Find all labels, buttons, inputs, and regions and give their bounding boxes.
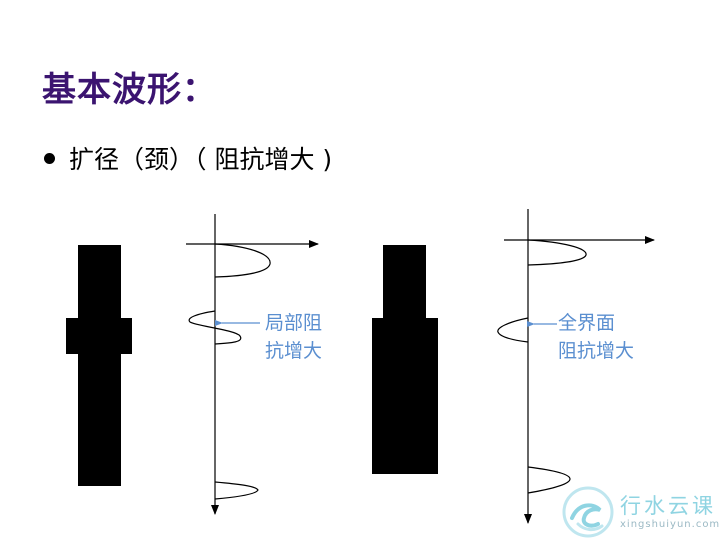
right-annotation-line2: 阻抗增大 bbox=[558, 340, 635, 362]
bullet-text: 扩径（颈）（ 阻抗增大 ) bbox=[69, 145, 333, 174]
left-bulge-reflection bbox=[188, 310, 242, 345]
right-annotation: 全界面 阻抗增大 bbox=[558, 309, 634, 365]
bullet-dot-icon bbox=[44, 152, 55, 164]
left-annotation-line1: 局部阻 bbox=[265, 312, 323, 334]
bullet-item: 扩径（颈）（ 阻抗增大 ) bbox=[44, 140, 332, 176]
watermark-brand: 行水云课 bbox=[620, 494, 716, 518]
left-incident-pulse bbox=[214, 243, 271, 278]
pile-full-increase bbox=[372, 245, 438, 474]
right-toe-reflection bbox=[527, 466, 571, 494]
right-annotation-line1: 全界面 bbox=[558, 312, 616, 334]
watermark-url: xingshuiyun.com bbox=[620, 519, 720, 530]
right-incident-pulse bbox=[527, 239, 587, 266]
watermark: 行水云课 xingshuiyun.com bbox=[560, 484, 720, 540]
right-interface-reflection bbox=[497, 317, 529, 343]
left-toe-reflection bbox=[214, 481, 259, 500]
left-annotation-line2: 抗增大 bbox=[265, 340, 323, 362]
left-annotation: 局部阻 抗增大 bbox=[265, 309, 322, 365]
slide-title: 基本波形： bbox=[42, 70, 217, 110]
pile-local-bulge bbox=[66, 245, 132, 486]
wave-logo-icon bbox=[562, 486, 614, 538]
